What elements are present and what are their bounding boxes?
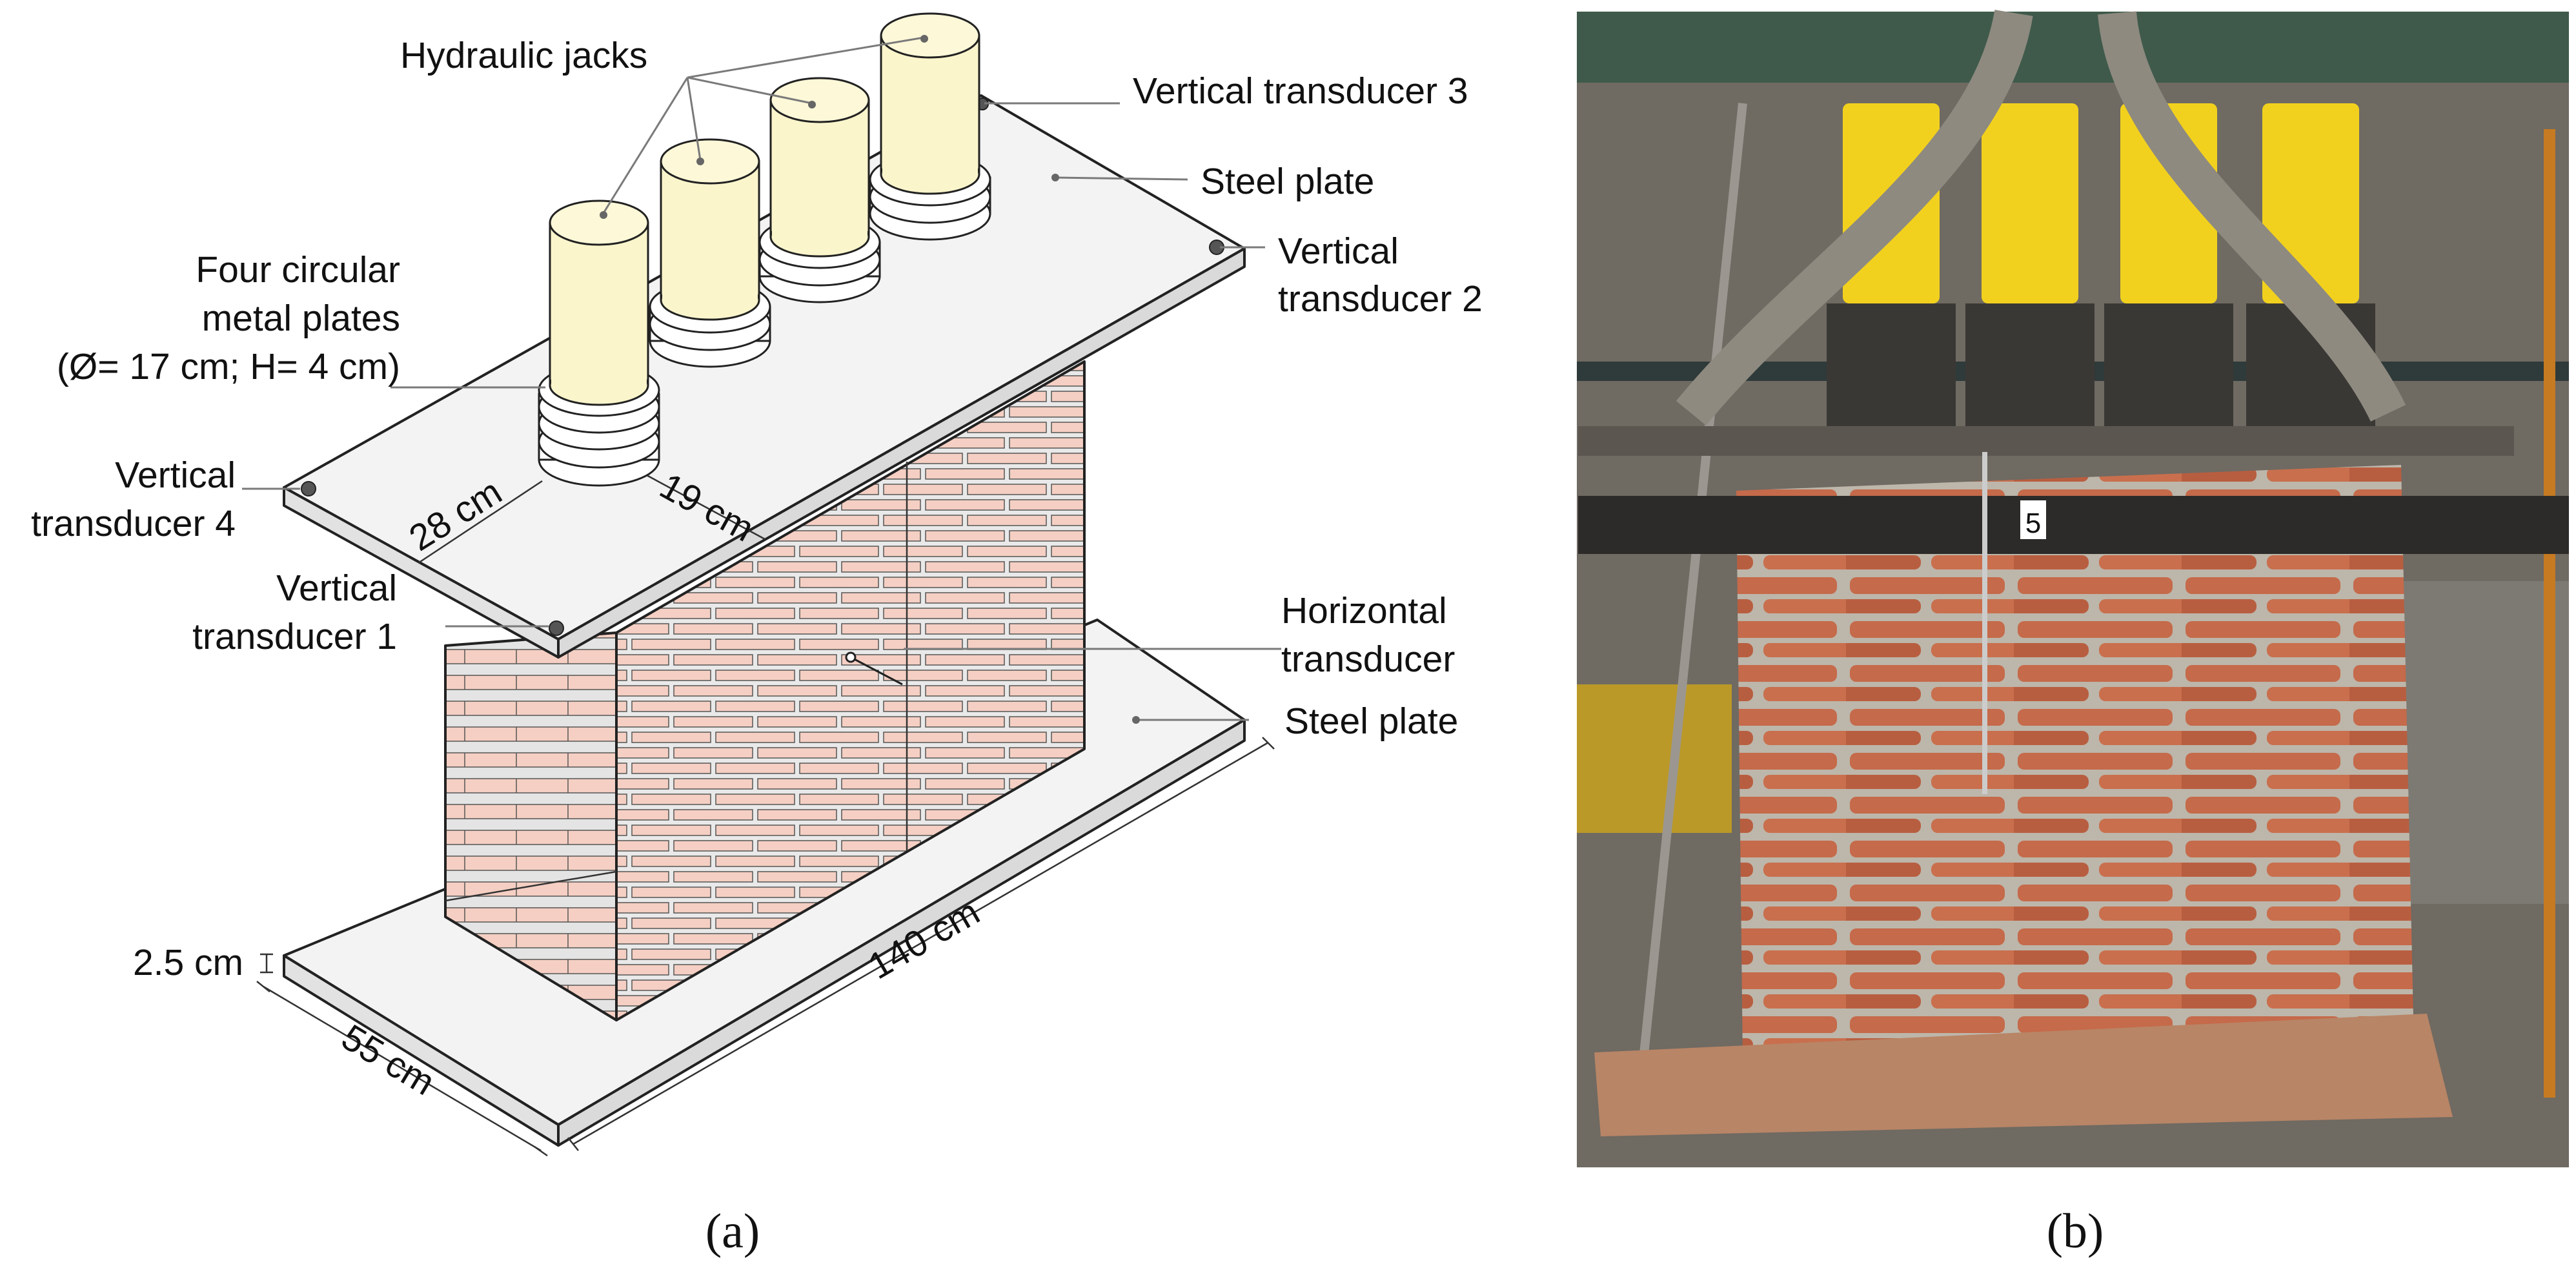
caption-a: (a) [705, 1204, 760, 1258]
label-four-plates-line1: Four circular [196, 249, 400, 291]
label-vertical-transducer-4-line2: transducer 4 [31, 503, 236, 544]
panel-a-schematic: Hydraulic jacks Vertical transducer 3 St… [31, 12, 1483, 1258]
label-vertical-transducer-1-line2: transducer 1 [192, 616, 397, 657]
vertical-transducer-4-marker [301, 481, 316, 497]
label-four-plates-line2: metal plates [202, 298, 400, 339]
label-horizontal-transducer-line1: Horizontal [1281, 590, 1447, 631]
label-vertical-transducer-2-line1: Vertical [1278, 230, 1399, 272]
horizontal-transducer [845, 651, 903, 686]
top-steel-plate [283, 94, 1246, 659]
leader-lines [242, 35, 1281, 724]
panel-b-photograph: 5 (b) [1577, 9, 2569, 1258]
photo-masonry-wall [1736, 465, 2414, 1059]
label-vertical-transducer-3: Vertical transducer 3 [1133, 70, 1468, 112]
dim-label-2-5cm: 2.5 cm [133, 942, 243, 983]
photo-lifting-strap-right [2098, 10, 2406, 422]
photo-tag-label: 5 [2025, 507, 2041, 539]
label-vertical-transducer-4-line1: Vertical [115, 455, 236, 496]
label-hydraulic-jacks: Hydraulic jacks [400, 35, 647, 76]
caption-b: (b) [2047, 1204, 2104, 1258]
dim-line-28 [418, 480, 543, 564]
photo-hydraulic-jacks [1827, 103, 2375, 426]
label-four-plates-line3: (Ø= 17 cm; H= 4 cm) [57, 346, 400, 387]
label-steel-plate-top: Steel plate [1201, 161, 1374, 202]
label-vertical-transducer-1-line1: Vertical [276, 568, 397, 609]
jack-stack-2 [649, 138, 771, 368]
vertical-transducer-1-marker [549, 620, 564, 636]
jack-stack-4 [869, 12, 991, 241]
photo-lifting-strap-left [1676, 9, 2033, 426]
photo-top-plate [1578, 426, 2514, 456]
jack-stack-1 [538, 200, 660, 487]
label-steel-plate-bottom: Steel plate [1284, 701, 1458, 742]
dim-line-19 [645, 473, 766, 540]
jack-stack-3 [758, 77, 881, 303]
photo-steel-beam [1578, 496, 2569, 554]
label-horizontal-transducer-line2: transducer [1281, 639, 1455, 680]
label-vertical-transducer-2-line2: transducer 2 [1278, 278, 1483, 320]
dimension-lines [256, 737, 1275, 1157]
photo-base-plate [1594, 1014, 2453, 1136]
masonry-wallette [444, 360, 1086, 1021]
photo-tag [2020, 500, 2046, 539]
